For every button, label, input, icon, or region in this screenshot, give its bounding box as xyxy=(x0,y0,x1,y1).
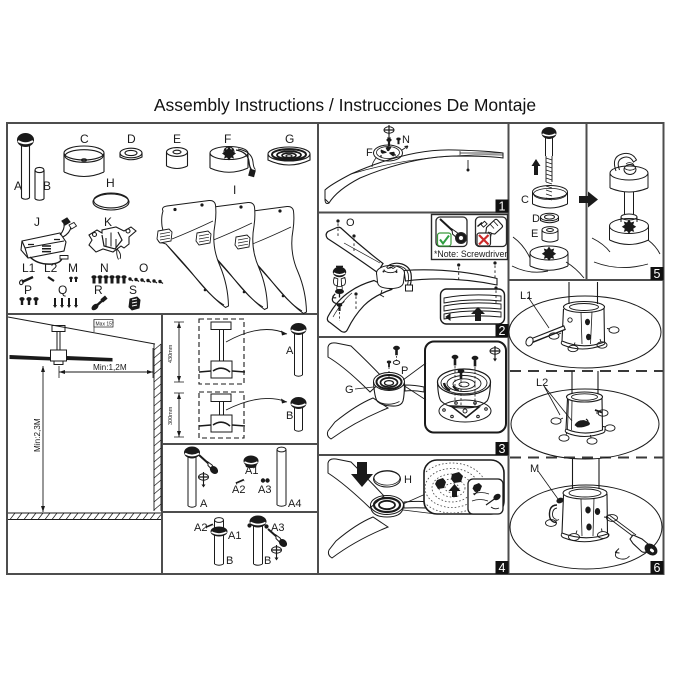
svg-text:R: R xyxy=(94,283,103,297)
svg-text:E: E xyxy=(531,228,538,240)
svg-text:300mm: 300mm xyxy=(168,406,174,425)
svg-text:K: K xyxy=(104,215,112,229)
svg-text:C: C xyxy=(521,194,529,206)
svg-text:M: M xyxy=(68,261,78,275)
svg-text:Min:2,3M: Min:2,3M xyxy=(33,418,42,452)
svg-text:A: A xyxy=(286,345,294,357)
svg-text:D: D xyxy=(532,213,540,225)
svg-text:A: A xyxy=(14,179,22,193)
svg-text:3: 3 xyxy=(499,442,506,456)
svg-text:Min:1,2M: Min:1,2M xyxy=(93,363,127,372)
svg-text:M: M xyxy=(530,463,539,475)
svg-text:G: G xyxy=(285,132,294,146)
svg-text:P: P xyxy=(24,283,32,297)
svg-text:G: G xyxy=(345,384,354,396)
svg-text:A1: A1 xyxy=(228,530,241,542)
svg-text:F: F xyxy=(224,132,231,146)
svg-text:1: 1 xyxy=(499,199,506,213)
svg-text:O: O xyxy=(139,261,148,275)
svg-text:N: N xyxy=(100,261,109,275)
svg-text:D: D xyxy=(127,132,136,146)
svg-text:5: 5 xyxy=(654,267,661,281)
svg-text:A2: A2 xyxy=(194,522,207,534)
svg-text:L2: L2 xyxy=(536,377,548,389)
svg-text:H: H xyxy=(106,176,115,190)
svg-text:B: B xyxy=(286,410,293,422)
svg-text:A1: A1 xyxy=(245,465,258,477)
svg-text:A: A xyxy=(200,498,208,510)
svg-text:O: O xyxy=(346,217,355,229)
svg-text:E: E xyxy=(173,132,181,146)
svg-text:B: B xyxy=(226,555,233,567)
svg-text:C: C xyxy=(80,132,89,146)
svg-text:P: P xyxy=(401,365,408,377)
svg-text:Assembly Instructions / Instru: Assembly Instructions / Instrucciones De… xyxy=(154,95,536,115)
svg-text:A4: A4 xyxy=(288,498,301,510)
svg-text:A3: A3 xyxy=(258,484,271,496)
svg-text:H: H xyxy=(404,474,412,486)
svg-text:J: J xyxy=(34,215,40,229)
svg-text:430mm: 430mm xyxy=(168,344,174,363)
svg-text:*Note: Screwdriver: *Note: Screwdriver xyxy=(434,249,507,259)
svg-text:B: B xyxy=(264,555,271,567)
svg-text:Q: Q xyxy=(58,283,67,297)
svg-text:Max 15°: Max 15° xyxy=(96,321,114,327)
svg-text:4: 4 xyxy=(499,561,506,575)
svg-text:L1: L1 xyxy=(22,261,36,275)
svg-text:A3: A3 xyxy=(271,522,284,534)
svg-text:2: 2 xyxy=(499,324,506,338)
svg-text:F: F xyxy=(366,147,373,159)
svg-text:L1: L1 xyxy=(520,290,532,302)
svg-text:I: I xyxy=(233,183,236,197)
svg-text:6: 6 xyxy=(654,561,661,575)
svg-text:S: S xyxy=(129,283,137,297)
svg-text:N: N xyxy=(402,134,410,146)
svg-text:B: B xyxy=(43,179,51,193)
svg-text:A2: A2 xyxy=(232,484,245,496)
